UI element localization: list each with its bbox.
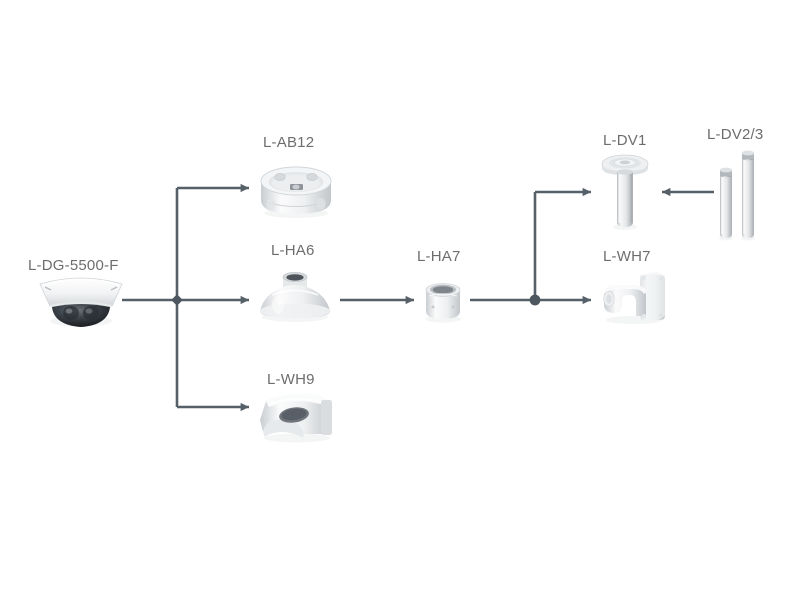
device-art-junction-box [260,166,332,218]
node-label-camera: L-DG-5500-F [28,257,119,274]
junction-right-split [529,294,541,306]
node-label-dv1: L-DV1 [603,132,647,149]
device-art-wall-mount-bracket [603,272,665,324]
node-label-wh7: L-WH7 [603,248,651,265]
node-label-wh9: L-WH9 [267,371,315,388]
device-art-curved-wall-mount [260,393,332,443]
node-label-ab12: L-AB12 [263,134,315,151]
junction-left-split [171,294,183,306]
device-art-extension-tubes [719,150,755,241]
device-art-dome-camera [39,277,123,327]
device-art-pendant-mount [601,154,649,230]
device-art-bell-adapter [260,272,330,322]
node-label-ha6: L-HA6 [271,242,315,259]
node-label-dv23: L-DV2/3 [707,126,764,143]
device-art-cylinder-adapter [425,283,461,323]
node-label-ha7: L-HA7 [417,248,461,265]
